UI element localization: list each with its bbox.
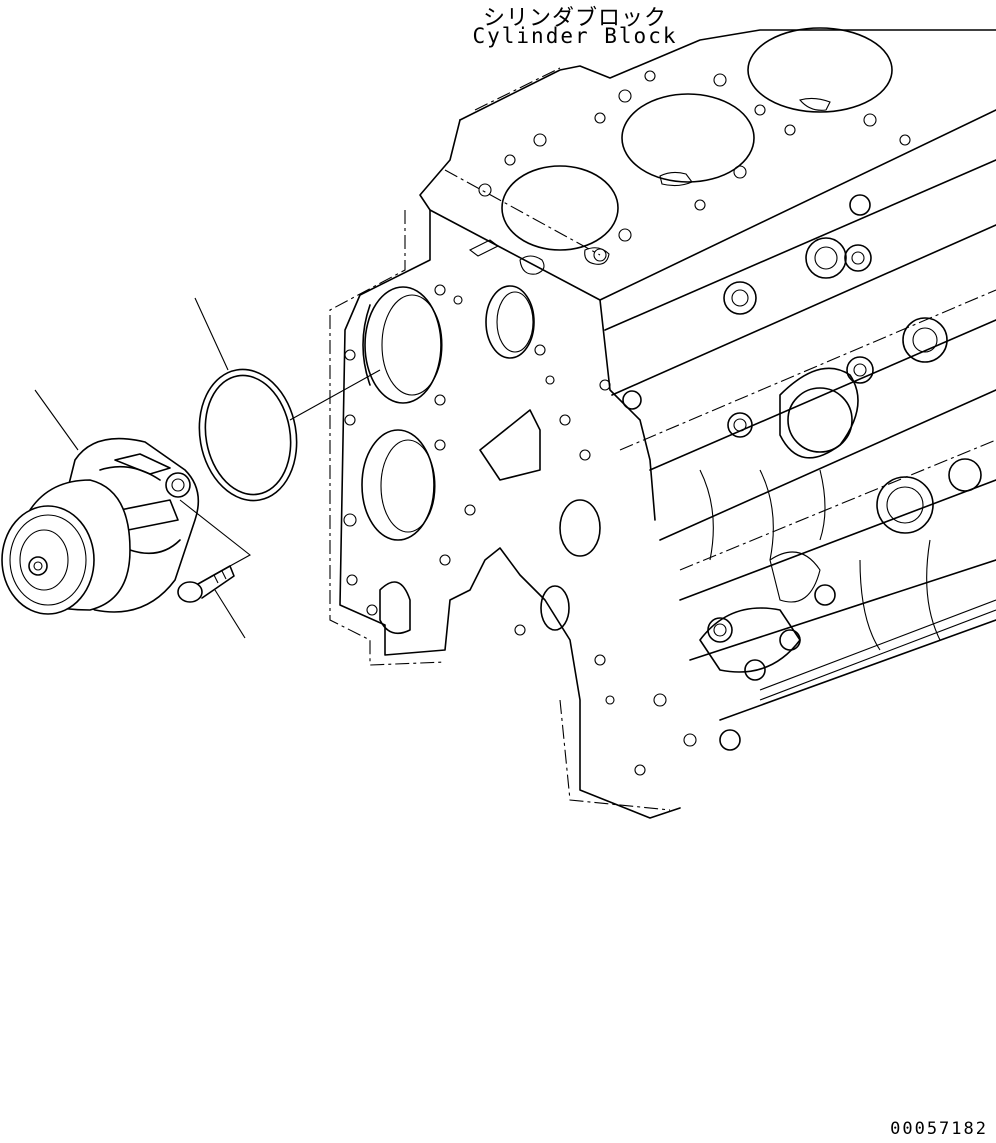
cylinder-block-label-jp: シリンダブロック — [482, 6, 667, 31]
o-ring-gasket — [198, 368, 298, 502]
leader-lines — [34, 297, 381, 639]
cylinder-block-label-en: Cylinder Block — [472, 24, 678, 48]
mounting-bolt — [177, 565, 235, 603]
water-pump — [1, 437, 200, 615]
cylinder-block — [329, 27, 996, 819]
drawing-number: 00057182 — [890, 1119, 988, 1139]
